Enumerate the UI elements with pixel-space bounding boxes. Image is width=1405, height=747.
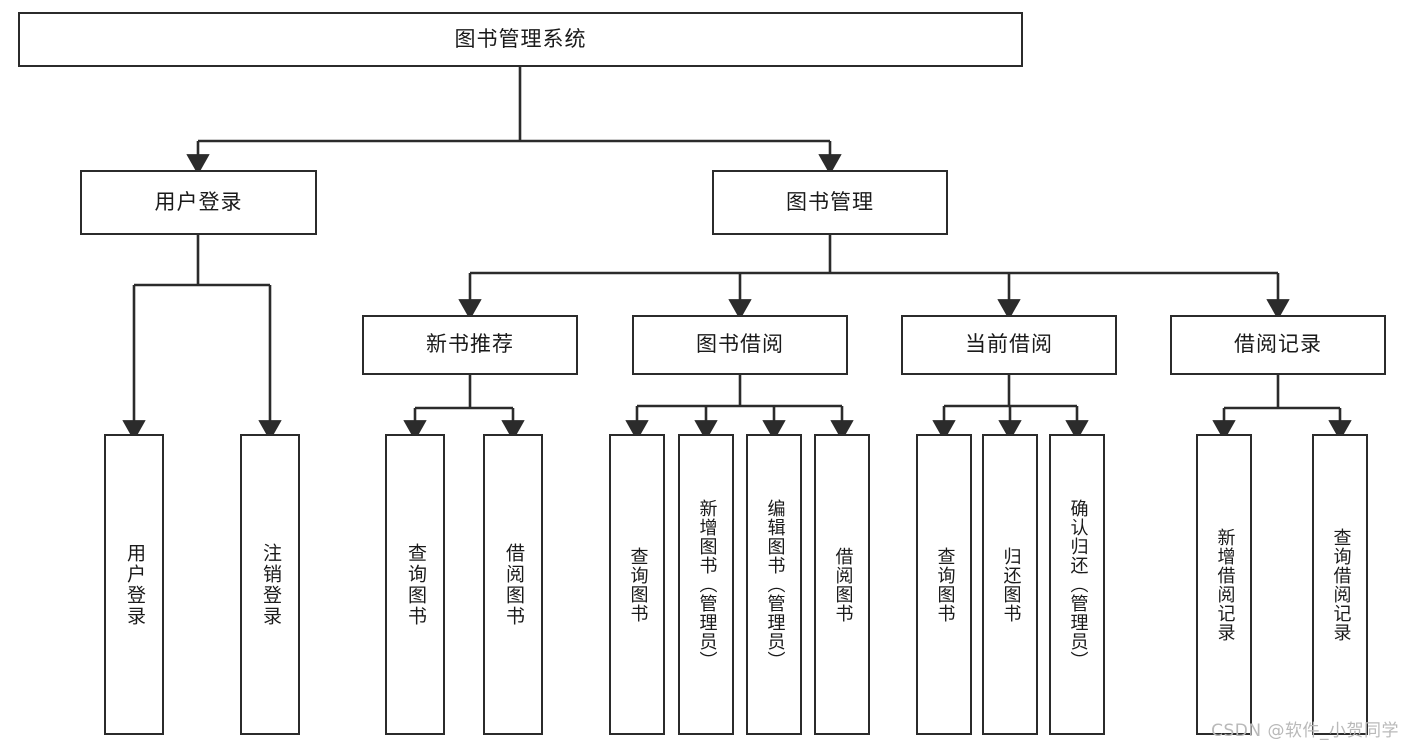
node-leaf-borrow-book-2[interactable]: 借阅图书 [814, 434, 870, 735]
csdn-watermark: CSDN @软件_小贺同学 [1211, 721, 1399, 741]
node-leaf-query-record-label: 查询借阅记录 [1330, 527, 1352, 642]
node-leaf-user-login[interactable]: 用户登录 [104, 434, 164, 735]
node-book-borrow[interactable]: 图书借阅 [632, 315, 848, 375]
node-leaf-confirm-return[interactable]: 确认归还（管理员） [1049, 434, 1105, 735]
node-borrow-record-label: 借阅记录 [1234, 332, 1322, 357]
node-leaf-logout-login-label: 注销登录 [259, 542, 282, 627]
node-leaf-logout-login[interactable]: 注销登录 [240, 434, 300, 735]
node-book-management-label: 图书管理 [786, 189, 874, 214]
node-leaf-add-book[interactable]: 新增图书（管理员） [678, 434, 734, 735]
node-leaf-add-record-label: 新增借阅记录 [1214, 527, 1236, 642]
node-book-borrow-label: 图书借阅 [696, 332, 784, 357]
node-leaf-query-book-3-label: 查询图书 [934, 546, 956, 623]
node-new-book-recommend-label: 新书推荐 [426, 332, 514, 357]
node-leaf-borrow-book-1[interactable]: 借阅图书 [483, 434, 543, 735]
node-user-login[interactable]: 用户登录 [80, 170, 317, 235]
node-leaf-edit-book-label: 编辑图书（管理员） [764, 499, 786, 670]
node-leaf-add-record[interactable]: 新增借阅记录 [1196, 434, 1252, 735]
node-leaf-edit-book[interactable]: 编辑图书（管理员） [746, 434, 802, 735]
node-current-borrow-label: 当前借阅 [965, 332, 1053, 357]
node-leaf-query-book-2-label: 查询图书 [627, 546, 649, 623]
node-root-label: 图书管理系统 [454, 26, 587, 51]
node-leaf-query-book-1-label: 查询图书 [404, 542, 427, 627]
node-borrow-record[interactable]: 借阅记录 [1170, 315, 1386, 375]
node-current-borrow[interactable]: 当前借阅 [901, 315, 1117, 375]
node-leaf-query-book-3[interactable]: 查询图书 [916, 434, 972, 735]
node-root[interactable]: 图书管理系统 [18, 12, 1023, 67]
node-leaf-return-book[interactable]: 归还图书 [982, 434, 1038, 735]
node-leaf-return-book-label: 归还图书 [1000, 546, 1022, 623]
node-leaf-borrow-book-2-label: 借阅图书 [832, 546, 854, 623]
node-leaf-query-book-1[interactable]: 查询图书 [385, 434, 445, 735]
node-book-management[interactable]: 图书管理 [712, 170, 948, 235]
node-leaf-query-book-2[interactable]: 查询图书 [609, 434, 665, 735]
node-leaf-borrow-book-1-label: 借阅图书 [502, 542, 525, 627]
node-leaf-query-record[interactable]: 查询借阅记录 [1312, 434, 1368, 735]
node-new-book-recommend[interactable]: 新书推荐 [362, 315, 578, 375]
node-leaf-user-login-label: 用户登录 [123, 542, 146, 627]
node-leaf-add-book-label: 新增图书（管理员） [696, 499, 718, 670]
node-user-login-label: 用户登录 [154, 189, 243, 214]
node-leaf-confirm-return-label: 确认归还（管理员） [1067, 499, 1089, 670]
